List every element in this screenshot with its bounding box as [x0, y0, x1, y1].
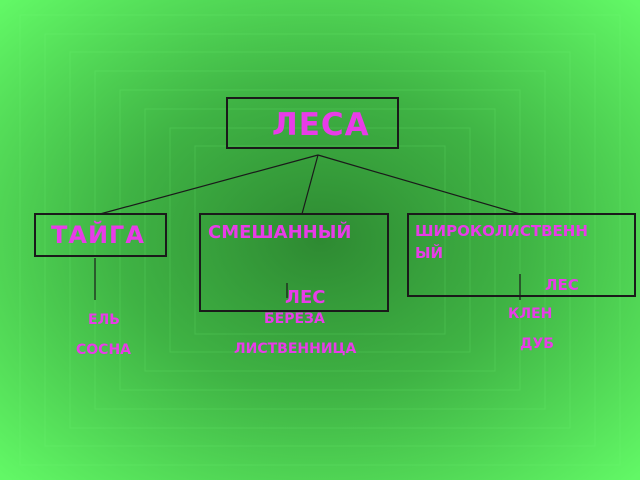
- connector-root-taiga: [99, 154, 319, 215]
- mixed-example-2: ЛИСТВЕННИЦА: [234, 341, 357, 357]
- taiga-example-2: СОСНА: [76, 342, 132, 358]
- broadleaf-example-2: ДУБ: [520, 336, 554, 352]
- connector-root-broadleaf: [317, 154, 521, 215]
- mixed-forest-label-line2: ЛЕС: [285, 287, 326, 308]
- root-node-label: ЛЕСА: [272, 107, 370, 143]
- taiga-node-label: ТАЙГА: [51, 221, 145, 249]
- mixed-forest-node-box: СМЕШАННЫЙ ЛЕС: [199, 213, 389, 312]
- broadleaf-forest-node-box: ШИРОКОЛИСТВЕНН ЫЙ ЛЕС: [407, 213, 636, 297]
- mixed-example-1: БЕРЕЗА: [264, 311, 325, 327]
- root-node-box: ЛЕСА: [226, 97, 399, 149]
- mixed-forest-label-line1: СМЕШАННЫЙ: [208, 222, 352, 243]
- broadleaf-label-line3: ЛЕС: [545, 276, 579, 294]
- broadleaf-label-line2: ЫЙ: [415, 244, 444, 262]
- taiga-node-box: ТАЙГА: [34, 213, 167, 257]
- taiga-example-1: ЕЛЬ: [88, 312, 120, 328]
- connector-root-mixed: [301, 154, 319, 215]
- broadleaf-label-line1: ШИРОКОЛИСТВЕНН: [415, 222, 588, 240]
- broadleaf-example-1: КЛЕН: [508, 306, 553, 322]
